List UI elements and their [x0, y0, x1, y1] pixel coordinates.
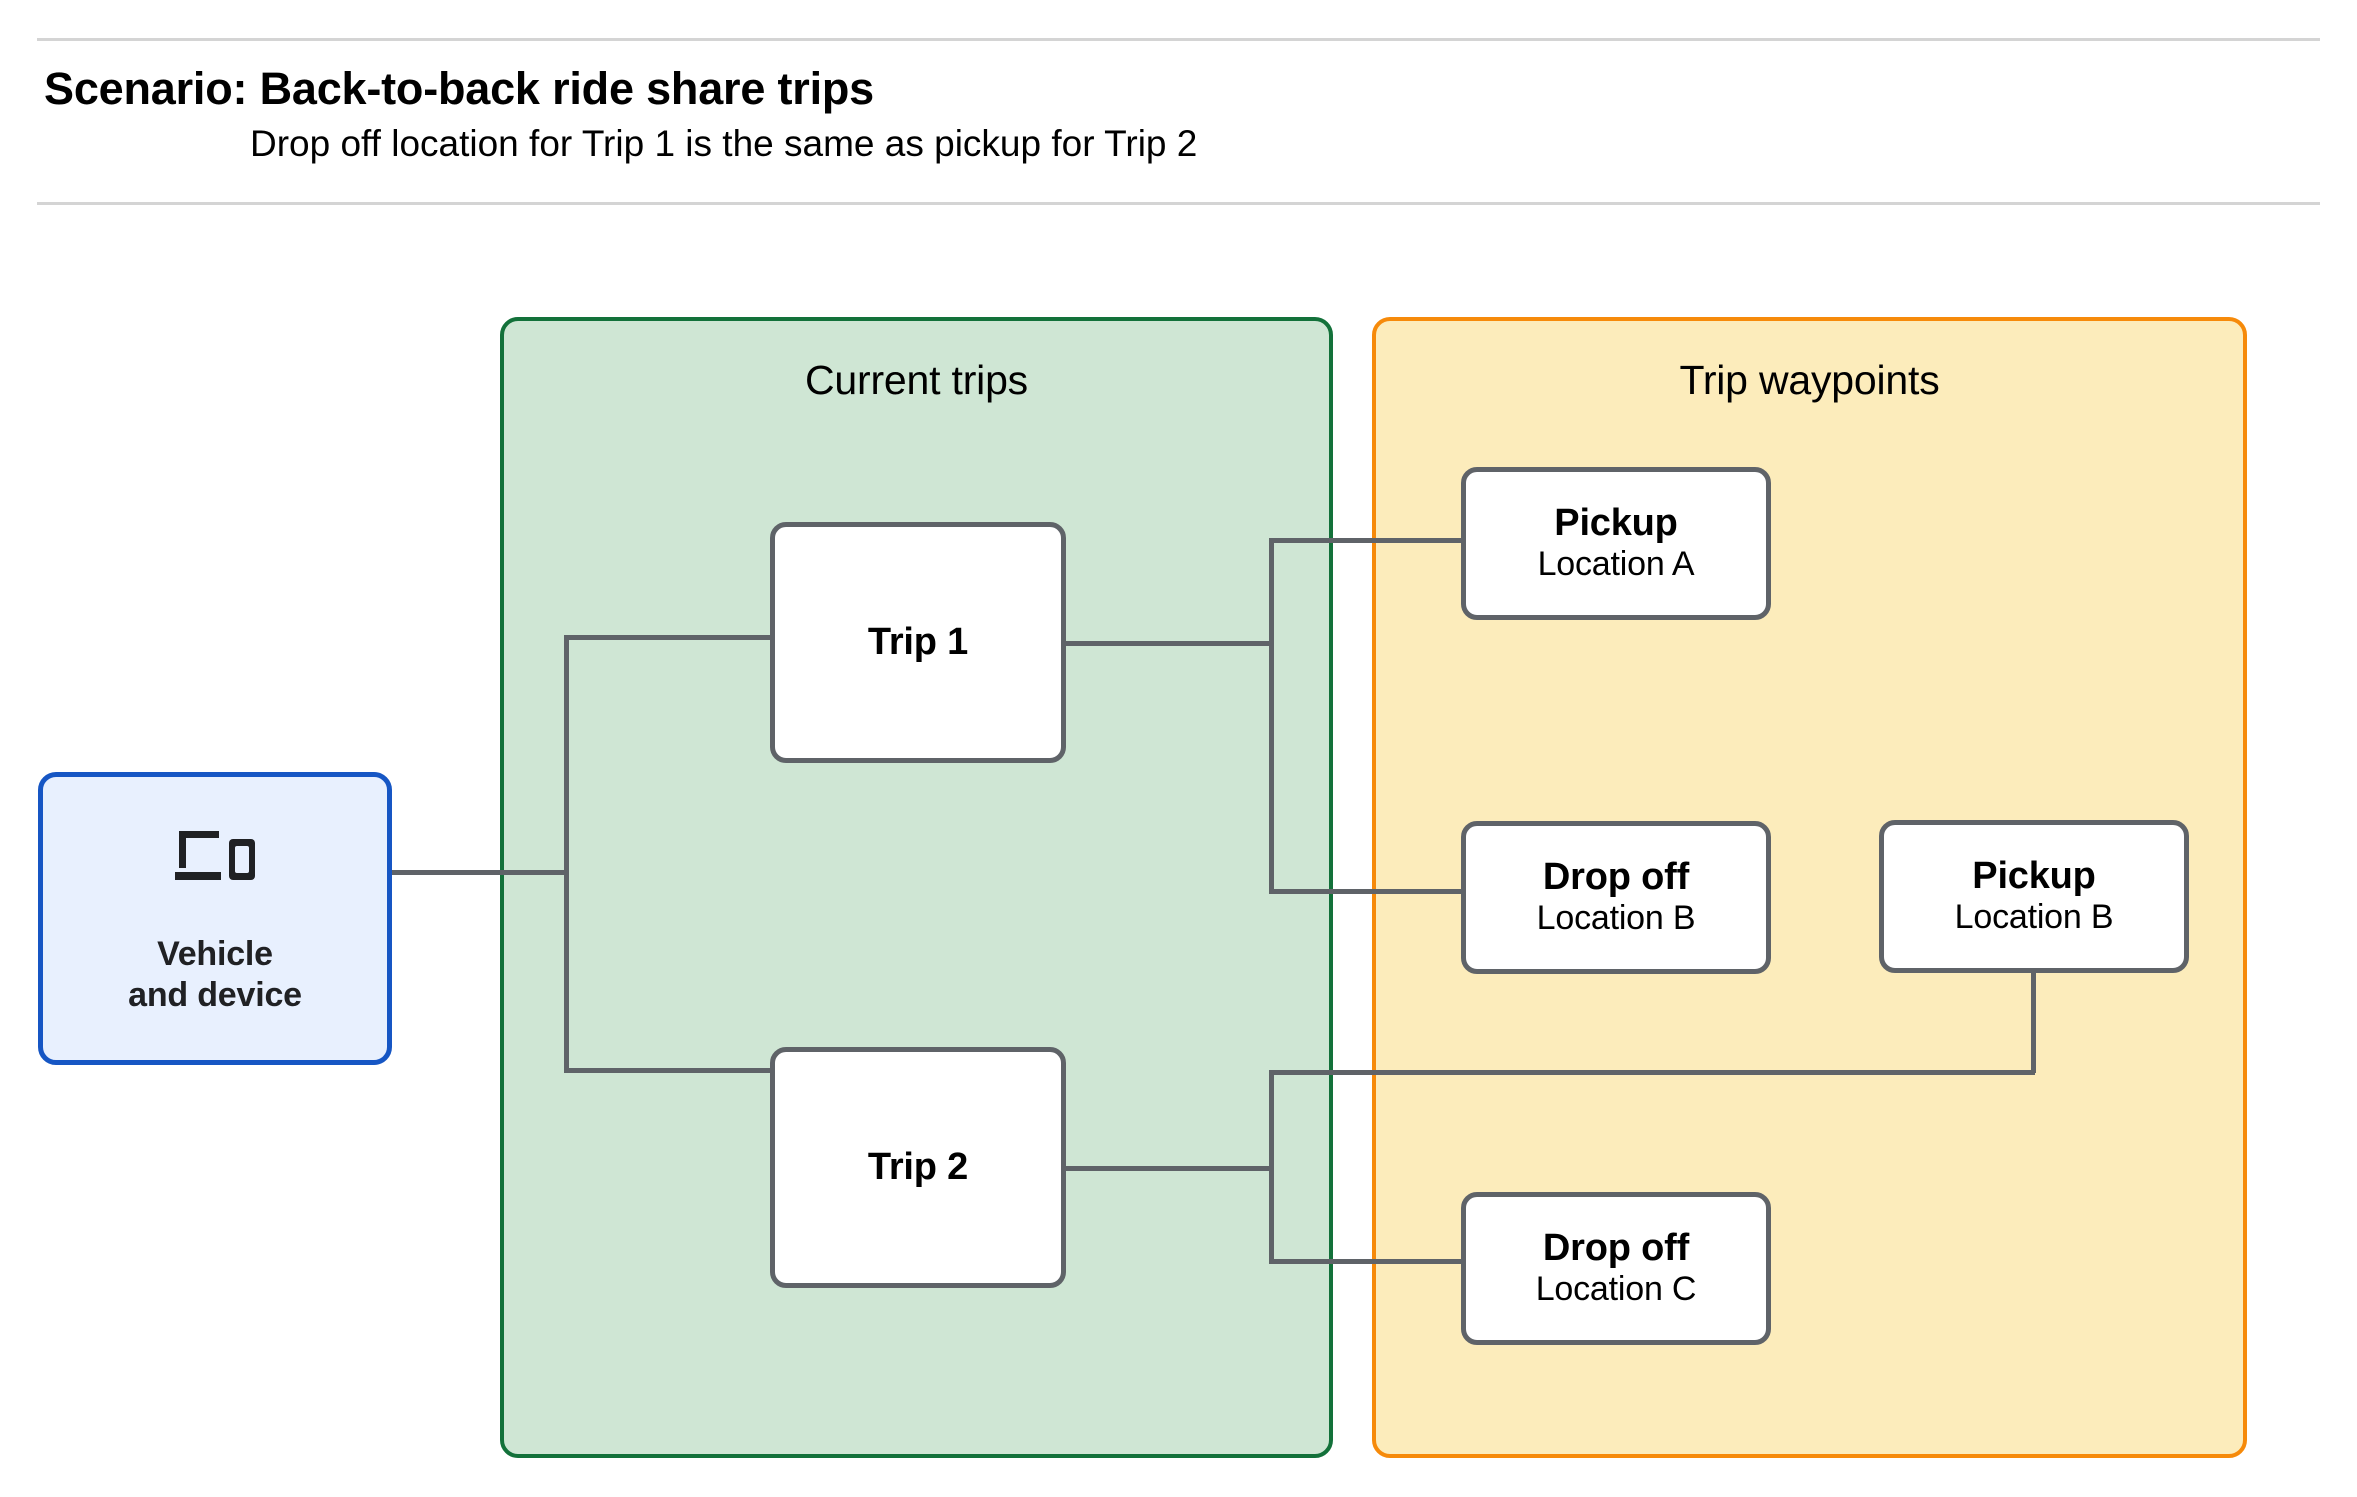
waypoint-type-label: Drop off — [1542, 1226, 1690, 1269]
connector-trip-split-trunk — [564, 635, 569, 1073]
group-current-trips-title: Current trips — [805, 357, 1028, 403]
node-trip-2[interactable]: Trip 2 — [770, 1047, 1066, 1288]
node-trip-1-label: Trip 1 — [867, 621, 969, 664]
connector-trip-2-trunk — [1269, 1070, 1274, 1263]
node-vehicle-label: Vehicle and device — [128, 934, 302, 1017]
connector-vehicle-to-trunk — [392, 870, 569, 875]
laptop-and-phone-icon — [171, 825, 259, 892]
connector-trip-1-trunk — [1269, 538, 1274, 894]
connector-trunk-to-trip-1 — [564, 635, 772, 640]
connector-trip-2-to-pickup-b — [1269, 1070, 2035, 1075]
header-divider-top — [37, 38, 2320, 41]
waypoint-location-label: Location A — [1537, 545, 1695, 584]
waypoint-location-label: Location B — [1536, 899, 1696, 938]
connector-trip-1-to-dropoff-b — [1269, 889, 1465, 894]
node-vehicle-line-2: and device — [128, 976, 302, 1015]
group-trip-waypoints-title: Trip waypoints — [1679, 357, 1940, 403]
connector-trip-2-to-dropoff-c — [1269, 1259, 1465, 1264]
node-trip-1[interactable]: Trip 1 — [770, 522, 1066, 763]
connector-pickup-b-stem — [2031, 970, 2036, 1073]
connector-trip-1-to-pickup-a — [1269, 538, 1465, 543]
node-waypoint-pickup-location-b[interactable]: Pickup Location B — [1879, 820, 2189, 973]
waypoint-type-label: Pickup — [1554, 501, 1678, 544]
page-subtitle: Drop off location for Trip 1 is the same… — [250, 123, 1198, 164]
node-vehicle-line-1: Vehicle — [157, 935, 273, 973]
connector-trip-1-out — [1064, 641, 1272, 646]
header-divider-bottom — [37, 202, 2320, 205]
connector-trunk-to-trip-2 — [564, 1068, 772, 1073]
connector-trip-2-out — [1064, 1166, 1272, 1171]
page-title: Scenario: Back-to-back ride share trips — [44, 63, 874, 114]
node-waypoint-pickup-location-a[interactable]: Pickup Location A — [1461, 467, 1771, 620]
waypoint-type-label: Drop off — [1542, 855, 1690, 898]
waypoint-location-label: Location B — [1954, 898, 2114, 937]
node-waypoint-dropoff-location-b[interactable]: Drop off Location B — [1461, 821, 1771, 974]
node-trip-2-label: Trip 2 — [867, 1146, 969, 1189]
node-vehicle-and-device[interactable]: Vehicle and device — [38, 772, 392, 1065]
node-waypoint-dropoff-location-c[interactable]: Drop off Location C — [1461, 1192, 1771, 1345]
waypoint-type-label: Pickup — [1972, 854, 2096, 897]
waypoint-location-label: Location C — [1535, 1270, 1697, 1309]
